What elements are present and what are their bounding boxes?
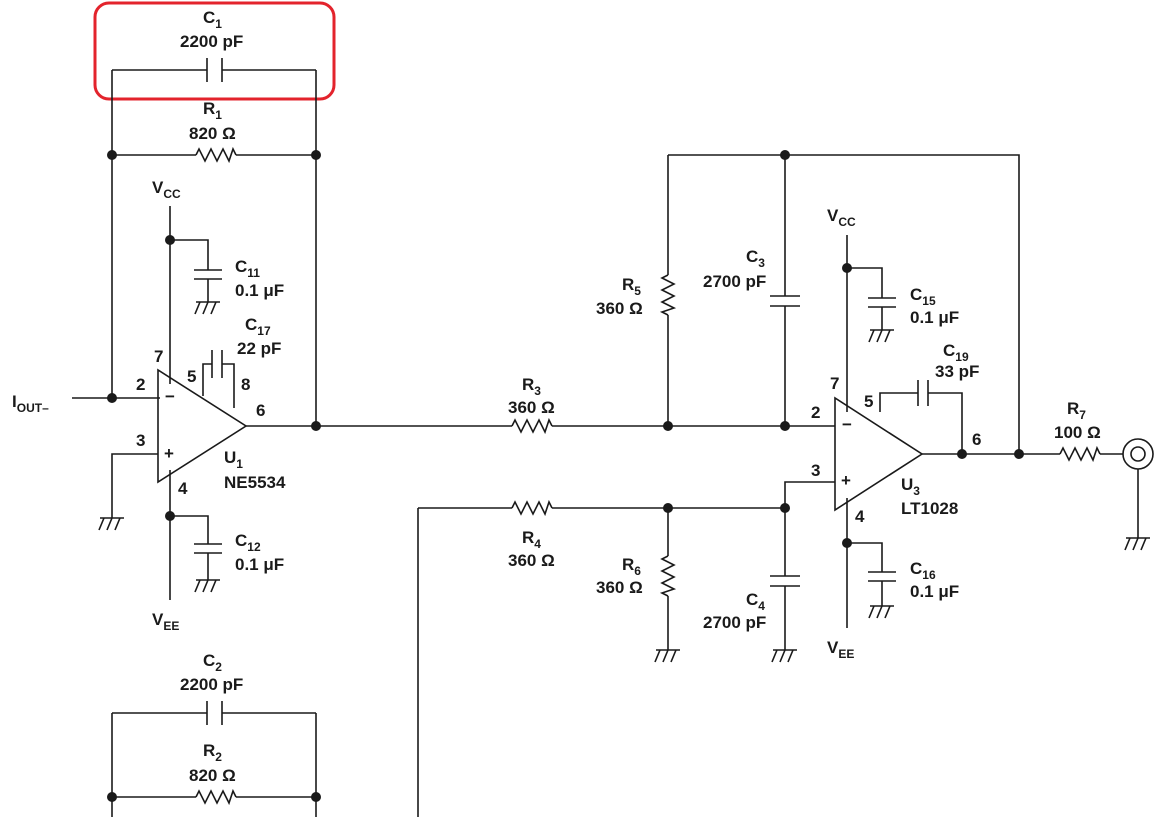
- output-connector-icon: [1122, 438, 1154, 551]
- r2-ref: R2: [203, 741, 222, 764]
- ground-icon: [98, 517, 124, 531]
- resistor-r7: [1059, 445, 1101, 463]
- r5-value: 360 Ω: [596, 299, 643, 318]
- capacitor-c15: [868, 297, 896, 308]
- c11-wire: [170, 239, 209, 302]
- capacitor-c3: [770, 295, 800, 307]
- r1-ref: R1: [203, 99, 222, 122]
- c3-ref: C3: [746, 247, 765, 270]
- c19-ref: C19: [943, 341, 969, 364]
- u3-pin4: 4: [855, 507, 865, 526]
- capacitor-c17: [211, 350, 223, 378]
- capacitor-c12: [194, 543, 222, 554]
- c2-value: 2200 pF: [180, 675, 243, 694]
- ground-icon: [868, 329, 894, 343]
- opamp-u1: [157, 368, 248, 484]
- capacitor-c2: [112, 701, 316, 725]
- c17-value: 22 pF: [237, 339, 281, 358]
- iout-label: IOUT–: [12, 392, 49, 415]
- ground-icon: [194, 301, 220, 315]
- capacitor-c16: [868, 571, 896, 582]
- resistor-r1: [112, 146, 316, 164]
- r2-value: 820 Ω: [189, 766, 236, 785]
- r4-value: 360 Ω: [508, 551, 555, 570]
- u1-pin2: 2: [136, 375, 145, 394]
- c4-ref: C4: [746, 590, 765, 613]
- u1-part: NE5534: [224, 473, 286, 492]
- c17-wire: [202, 363, 235, 408]
- u3-vcc-label: VCC: [827, 206, 856, 229]
- c15-ref: C15: [910, 285, 936, 308]
- c2-ref: C2: [203, 651, 222, 674]
- r3-value: 360 Ω: [508, 398, 555, 417]
- u1-vee-label: VEE: [152, 610, 179, 633]
- u3-part: LT1028: [901, 499, 958, 518]
- u1-pin3: 3: [136, 431, 145, 450]
- capacitor-c19: [917, 380, 929, 406]
- u3-pin3: 3: [811, 461, 820, 480]
- u1-pin7: 7: [154, 347, 163, 366]
- u3-pin2: 2: [811, 403, 820, 422]
- junction-dots: [107, 150, 1024, 802]
- capacitor-c4: [770, 575, 800, 587]
- r7-ref: R7: [1067, 399, 1086, 422]
- u1-pin8: 8: [241, 375, 250, 394]
- u3-plus-sign: +: [841, 471, 851, 490]
- u1-minus-sign: −: [165, 387, 175, 406]
- u1-pin5: 5: [187, 367, 196, 386]
- u3-feedback-rail: [668, 154, 1020, 454]
- c11-value: 0.1 μF: [235, 281, 284, 300]
- ground-icon: [654, 649, 680, 663]
- r1-value: 820 Ω: [189, 124, 236, 143]
- u1-plus-ground-wire: [111, 453, 158, 518]
- c1-value: 2200 pF: [180, 32, 243, 51]
- r4-ref: R4: [522, 528, 541, 551]
- r6-ref: R6: [622, 555, 641, 578]
- c15-value: 0.1 μF: [910, 308, 959, 327]
- u3-ref: U3: [901, 475, 920, 498]
- capacitor-c11: [194, 269, 222, 280]
- ground-icon: [868, 605, 894, 619]
- ground-icon: [194, 579, 220, 593]
- u3-pin6: 6: [972, 430, 981, 449]
- opamp-u3: [834, 396, 924, 512]
- capacitor-c1: [112, 58, 316, 82]
- u3-vee-label: VEE: [827, 638, 854, 661]
- r4-node-wire: [668, 481, 835, 509]
- c11-ref: C11: [235, 257, 260, 280]
- c12-ref: C12: [235, 531, 261, 554]
- resistor-r2: [112, 788, 316, 806]
- c1-ref: C1: [203, 8, 222, 31]
- u1-plus-sign: +: [164, 444, 174, 463]
- u1-pin6: 6: [256, 401, 265, 420]
- c12-wire: [170, 515, 209, 580]
- c12-value: 0.1 μF: [235, 555, 284, 574]
- resistor-r4: [418, 499, 668, 517]
- u1-pin4: 4: [178, 479, 188, 498]
- r3-ref: R3: [522, 375, 541, 398]
- resistor-r5: [659, 274, 677, 316]
- c19-wire: [879, 392, 963, 454]
- resistor-r6: [659, 555, 677, 597]
- c16-wire: [847, 542, 883, 606]
- r6-value: 360 Ω: [596, 578, 643, 597]
- resistor-r3: [316, 417, 668, 435]
- u3-pin5: 5: [864, 392, 873, 411]
- u1-vcc-label: VCC: [152, 178, 181, 201]
- r7-value: 100 Ω: [1054, 423, 1101, 442]
- u3-minus-sign: −: [842, 415, 852, 434]
- u3-pin7: 7: [830, 374, 839, 393]
- c17-ref: C17: [245, 315, 271, 338]
- highlight-box: [93, 1, 336, 101]
- ground-icon: [771, 649, 797, 663]
- r5-ref: R5: [622, 275, 641, 298]
- c16-ref: C16: [910, 559, 936, 582]
- c15-wire: [847, 267, 883, 330]
- c16-value: 0.1 μF: [910, 582, 959, 601]
- c3-value: 2700 pF: [703, 272, 766, 291]
- c4-value: 2700 pF: [703, 613, 766, 632]
- u1-ref: U1: [224, 448, 243, 471]
- c19-value: 33 pF: [935, 362, 979, 381]
